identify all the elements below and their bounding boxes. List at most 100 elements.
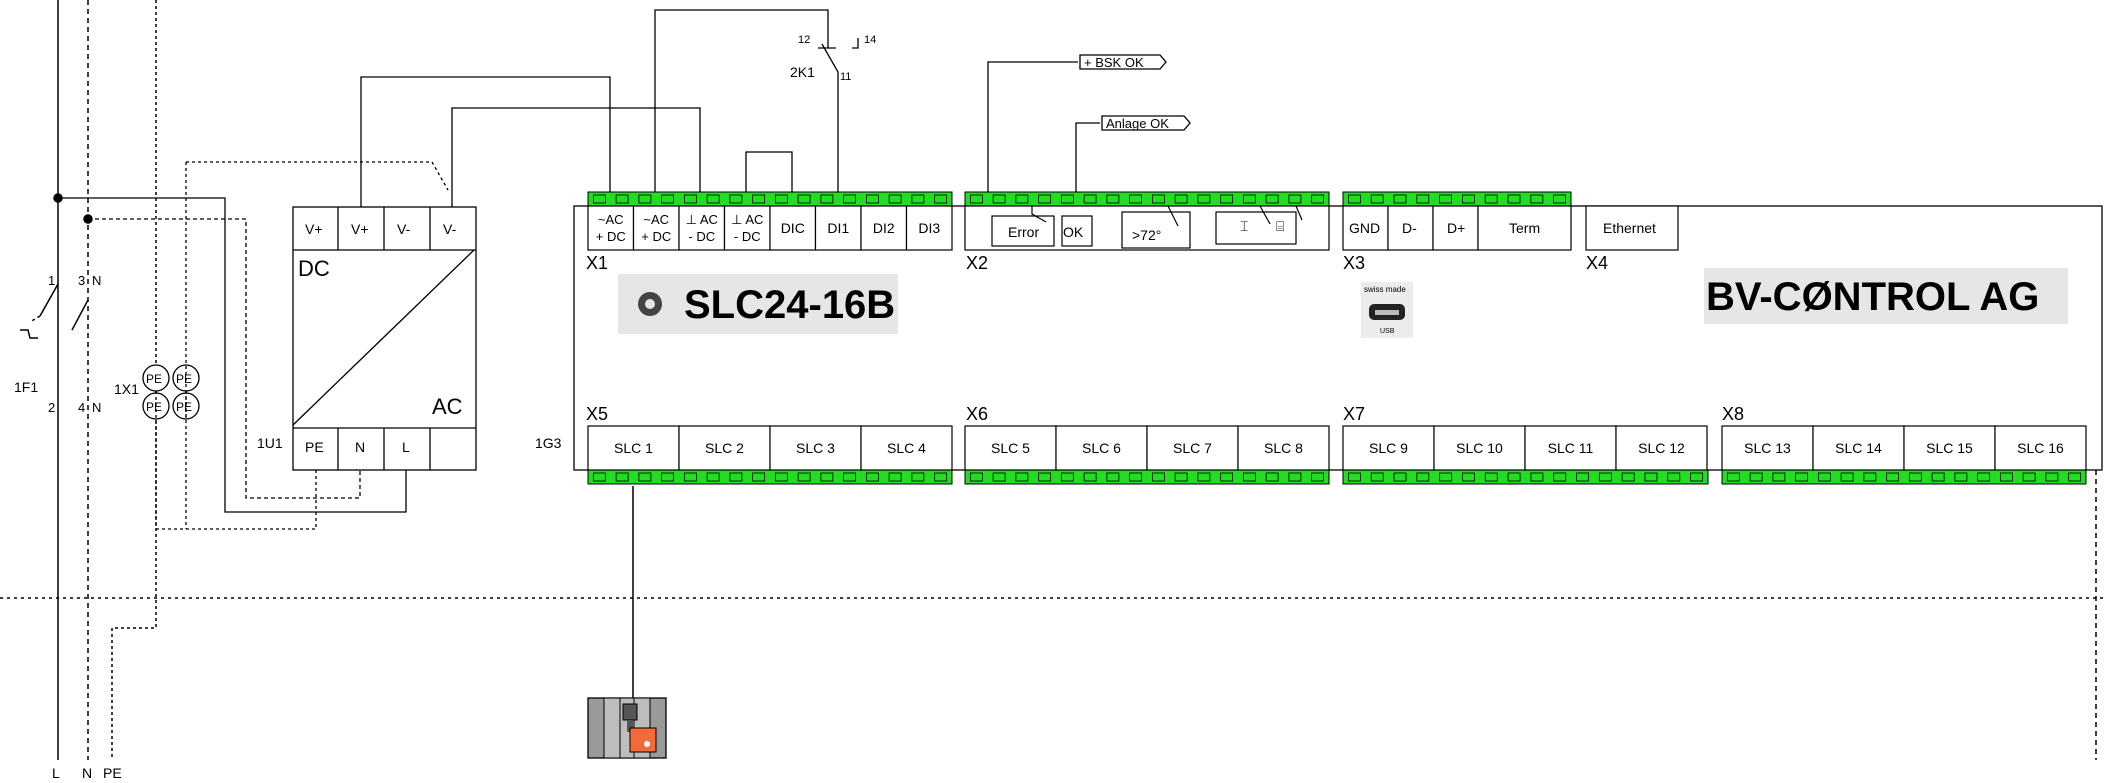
bottom-3-clamp	[1553, 472, 1567, 482]
bottom-1-clamp	[638, 472, 652, 482]
top-2-clamp	[1106, 194, 1120, 204]
bottom-2-clamp	[1106, 472, 1120, 482]
x1-terminal-box	[678, 205, 726, 251]
x1-terminal-line1: ⊥ AC	[686, 212, 718, 227]
bottom-4-clamp	[1886, 472, 1900, 482]
relay-pin-11: 11	[840, 71, 851, 83]
x7-terminal-box	[1615, 425, 1708, 471]
supply-rails	[0, 0, 2105, 760]
rail-pe-line	[111, 0, 157, 760]
x2-temp-label: >72°	[1132, 227, 1161, 243]
x6-terminal-label: SLC 7	[1173, 440, 1212, 456]
x4-box	[1585, 205, 1679, 251]
pe-terminal-4: PE	[176, 400, 192, 414]
bottom-2-clamp	[1242, 472, 1256, 482]
bottom-1-clamp	[774, 472, 788, 482]
top-1-clamp	[934, 194, 948, 204]
top-2-strip	[964, 191, 1330, 207]
x6-terminal-box	[1237, 425, 1330, 471]
top-1-clamp	[774, 194, 788, 204]
bottom-3-clamp	[1598, 472, 1612, 482]
x1-terminal-box	[587, 205, 635, 251]
signal-anlage-ok: Anlage OK	[1106, 116, 1169, 131]
breaker-pin-1: 1	[48, 273, 55, 288]
x5-terminal-box	[860, 425, 953, 471]
top-3-clamp	[1370, 194, 1384, 204]
x1-terminal-line2: - DC	[734, 229, 761, 244]
x8-terminal-box	[1903, 425, 1996, 471]
x3-boxes	[1342, 205, 1572, 251]
bottom-3-clamp	[1644, 472, 1658, 482]
top-2-clamp	[1038, 194, 1052, 204]
x7-terminal-box	[1433, 425, 1526, 471]
relay-pin-12: 12	[798, 34, 810, 46]
bottom-3-clamp	[1507, 472, 1521, 482]
bottom-4-clamp	[1772, 472, 1786, 482]
top-2-clamp	[1288, 194, 1302, 204]
bottom-4-clamp	[1954, 472, 1968, 482]
power-supply-1u1	[292, 206, 477, 471]
x1-terminal-box	[814, 205, 862, 251]
usb-swiss-made: swiss made	[1364, 285, 1406, 294]
x1-terminal-box	[723, 205, 771, 251]
top-1-clamp	[638, 194, 652, 204]
bottom-2-clamp	[1311, 472, 1325, 482]
top-3-clamp	[1439, 194, 1452, 204]
brand-logo-text: BV-CØNTROL AG	[1706, 275, 2039, 319]
top-2-clamp	[1265, 194, 1279, 204]
x1-terminal-line2: + DC	[641, 229, 671, 244]
relay-2k1	[654, 9, 859, 197]
top-1-clamp	[865, 194, 879, 204]
bottom-3-clamp	[1690, 472, 1703, 482]
bottom-2-clamp	[1151, 472, 1165, 482]
bottom-3-clamp	[1484, 472, 1498, 482]
bottom-1-clamp	[820, 472, 834, 482]
x1-terminal-label: DI3	[918, 220, 940, 236]
breaker-label: 1F1	[14, 379, 38, 395]
top-3-clamp	[1484, 194, 1498, 204]
bottom-4-clamp	[1726, 472, 1740, 482]
x5-terminal-box	[769, 425, 862, 471]
x4-terminal-ethernet: Ethernet	[1603, 220, 1656, 236]
breaker-pin-3: 3	[78, 273, 85, 288]
x1-terminal-boxes	[587, 205, 953, 251]
psu-dc-terminal-3: V-	[397, 221, 411, 237]
top-1-clamp	[706, 194, 720, 204]
bottom-3-clamp	[1621, 472, 1635, 482]
x1-terminal-box	[905, 205, 953, 251]
bottom-2-clamp	[1265, 472, 1279, 482]
x2-damper-open-icon: ⌸	[1276, 218, 1284, 234]
x1-terminal-label: DI1	[827, 220, 849, 236]
x6-terminal-box	[1055, 425, 1148, 471]
top-2-clamp	[1151, 194, 1165, 204]
x3-terminal-dminus: D-	[1402, 220, 1417, 236]
top-3-clamp	[1416, 194, 1430, 204]
bottom-4-clamp	[1977, 472, 1991, 482]
usb-port: swiss made USB	[1361, 282, 1413, 338]
top-2-clamp	[1220, 194, 1234, 204]
bottom-3-clamp	[1530, 472, 1544, 482]
x6-terminal-box	[1146, 425, 1239, 471]
x1-terminal-box	[860, 205, 908, 251]
x2-damper-closed-icon: ⌶	[1240, 218, 1248, 234]
x7-terminal-label: SLC 12	[1638, 440, 1685, 456]
signal-bsk-ok: + BSK OK	[1084, 55, 1144, 70]
x5-terminal-label: SLC 1	[614, 440, 653, 456]
bottom-3-clamp	[1439, 472, 1453, 482]
top-3-strip	[1342, 191, 1572, 207]
pe-terminal-2: PE	[176, 372, 192, 386]
bottom-1-clamp	[934, 472, 948, 482]
x7-terminal-box	[1524, 425, 1617, 471]
bottom-2-clamp	[1038, 472, 1052, 482]
model-logo-text: SLC24-16B	[684, 283, 895, 327]
top-2-clamp	[969, 194, 983, 204]
top-2-clamp	[1015, 194, 1029, 204]
x6-terminal-label: SLC 5	[991, 440, 1030, 456]
x5-terminal-label: SLC 4	[887, 440, 926, 456]
top-1-clamp	[911, 194, 925, 204]
psu-dc-label: DC	[298, 256, 330, 281]
psu-label: 1U1	[257, 435, 283, 451]
breaker-pin-3-n: N	[92, 273, 101, 288]
bottom-4-clamp	[1795, 472, 1809, 482]
